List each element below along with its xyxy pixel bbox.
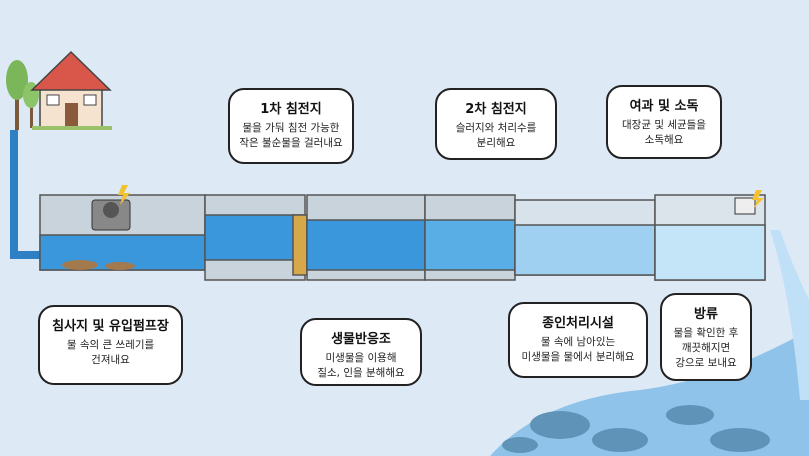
- stage-bubble-primary-clarifier: 1차 침전지 물을 가둬 침전 가능한 작은 불순물을 걸러내요: [228, 88, 354, 164]
- house-icon: [30, 50, 112, 130]
- sediment: [62, 260, 135, 270]
- stage-title: 종인처리시설: [542, 316, 614, 331]
- stage-title: 2차 침전지: [465, 102, 527, 117]
- river-stones: [502, 405, 770, 453]
- stage-bubble-filtration-disinfection: 여과 및 소독 대장균 및 세균들을 소독해요: [606, 85, 722, 159]
- stage-description: 미생물을 이용해 질소, 인을 분해해요: [317, 352, 405, 379]
- stage-bubble-advanced-treatment: 종인처리시설 물 속에 남아있는 미생물을 물에서 분리해요: [508, 302, 648, 378]
- stage-title: 생물반응조: [331, 332, 391, 347]
- stage-description: 슬러지와 처리수를 분리해요: [455, 122, 537, 149]
- stage-title: 침사지 및 유입펌프장: [52, 319, 169, 334]
- stage-description: 물 속에 남아있는 미생물을 물에서 분리해요: [521, 336, 635, 363]
- lightning-icon: [752, 190, 764, 208]
- stage-bubble-discharge: 방류 물을 확인한 후 깨끗해지면 강으로 보내요: [660, 293, 752, 381]
- stage-title: 여과 및 소독: [629, 99, 699, 114]
- tree-icon: [6, 60, 39, 130]
- stage-title: 방류: [694, 307, 718, 322]
- uv-disinfection-icon: [734, 197, 756, 215]
- stage-description: 물을 가둬 침전 가능한 작은 불순물을 걸러내요: [239, 122, 343, 149]
- stage-bubble-bioreactor: 생물반응조 미생물을 이용해 질소, 인을 분해해요: [300, 318, 422, 386]
- stage-bubble-secondary-clarifier: 2차 침전지 슬러지와 처리수를 분리해요: [435, 88, 557, 160]
- stage-bubble-grit-chamber: 침사지 및 유입펌프장 물 속의 큰 쓰레기를 건져내요: [38, 305, 183, 385]
- stage-description: 대장균 및 세균들을 소독해요: [622, 119, 706, 146]
- pump-icon: [91, 185, 131, 231]
- waterfall: [770, 230, 809, 400]
- stage-title: 1차 침전지: [260, 102, 322, 117]
- stage-description: 물을 확인한 후 깨끗해지면 강으로 보내요: [673, 327, 739, 369]
- tanks: [39, 194, 766, 281]
- inflow-pipe: [10, 130, 45, 259]
- stage-description: 물 속의 큰 쓰레기를 건져내요: [66, 339, 155, 366]
